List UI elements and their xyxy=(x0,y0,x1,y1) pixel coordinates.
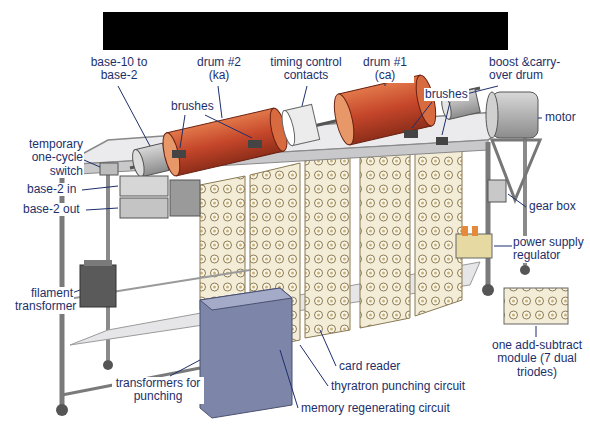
part-label: base-2 in xyxy=(26,183,77,196)
part-label: memory regenerating circuit xyxy=(300,402,451,415)
part-label: base-10 to base-2 xyxy=(84,56,154,83)
part-label: card reader xyxy=(338,360,401,373)
part-label: thyratron punching circuit xyxy=(330,380,466,393)
drum-1 xyxy=(330,73,439,146)
drum-2 xyxy=(160,107,291,178)
part-label: drum #1 (ca) xyxy=(356,56,414,83)
part-label: base-2 out xyxy=(22,203,81,216)
part-label: temporary one-cycle switch xyxy=(16,138,84,178)
part-label: one add-subtract module (7 dual triodes) xyxy=(488,339,586,379)
part-label: brushes xyxy=(170,100,215,113)
part-label: transformers for punching xyxy=(112,377,204,404)
motor xyxy=(486,92,538,138)
part-label: timing control contacts xyxy=(260,56,352,83)
part-label: filament transformer xyxy=(14,287,74,314)
part-label: drum #2 (ka) xyxy=(190,56,248,83)
part-label: motor xyxy=(544,111,577,124)
part-label: brushes xyxy=(424,88,469,101)
part-label: boost &carry-over drum xyxy=(488,56,572,83)
part-label: gear box xyxy=(528,200,577,213)
part-label: power supply regulator xyxy=(512,236,586,263)
leader-lines xyxy=(72,84,542,408)
title-bar xyxy=(103,12,508,50)
